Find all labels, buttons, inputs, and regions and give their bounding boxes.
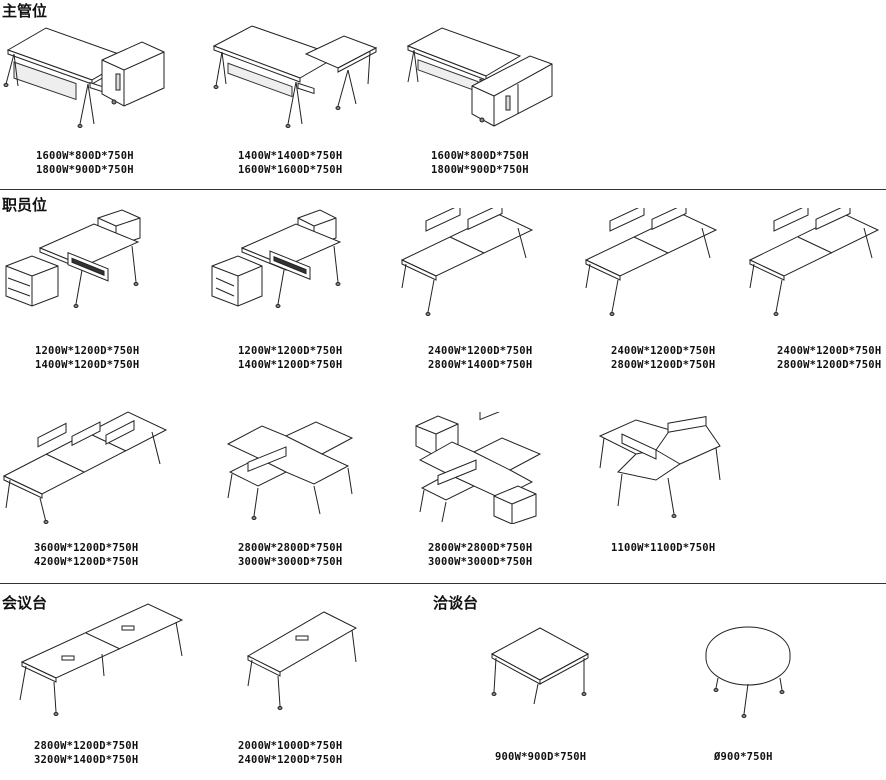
dimension-label: Ø900*750H — [714, 751, 773, 763]
section-divider — [0, 189, 886, 190]
conference-table-drawing — [16, 600, 186, 720]
staff-workstation-with-cabinets-drawing — [208, 208, 358, 318]
square-negotiation-table-drawing — [488, 626, 594, 706]
conference-table-drawing — [244, 606, 364, 714]
staff-workstation-with-cabinets-drawing — [2, 208, 152, 318]
executive-desk-with-long-cabinet-drawing — [402, 24, 562, 134]
four-seat-cross-workstation-with-cabinets-drawing — [412, 412, 548, 524]
l-shaped-executive-desk-drawing — [208, 24, 378, 134]
round-negotiation-table-drawing — [700, 624, 796, 720]
six-seat-workstation-drawing — [2, 404, 172, 524]
dimension-label: 1100W*1100D*750H — [611, 542, 716, 554]
section-title-conference: 会议台 — [2, 594, 48, 612]
three-seat-120-degree-workstation-drawing — [596, 410, 726, 522]
two-seat-workstation-drawing — [398, 208, 538, 318]
section-title-negotiation: 洽谈台 — [433, 594, 479, 612]
four-seat-cross-workstation-drawing — [224, 414, 360, 524]
two-seat-workstation-drawing — [582, 208, 722, 318]
dimension-label: 900W*900D*750H — [495, 751, 587, 763]
section-title-executive: 主管位 — [2, 2, 48, 20]
two-seat-workstation-drawing — [746, 208, 882, 318]
executive-desk-with-cabinet-drawing — [2, 24, 172, 134]
section-title-staff: 职员位 — [2, 196, 48, 214]
section-divider — [0, 583, 886, 584]
